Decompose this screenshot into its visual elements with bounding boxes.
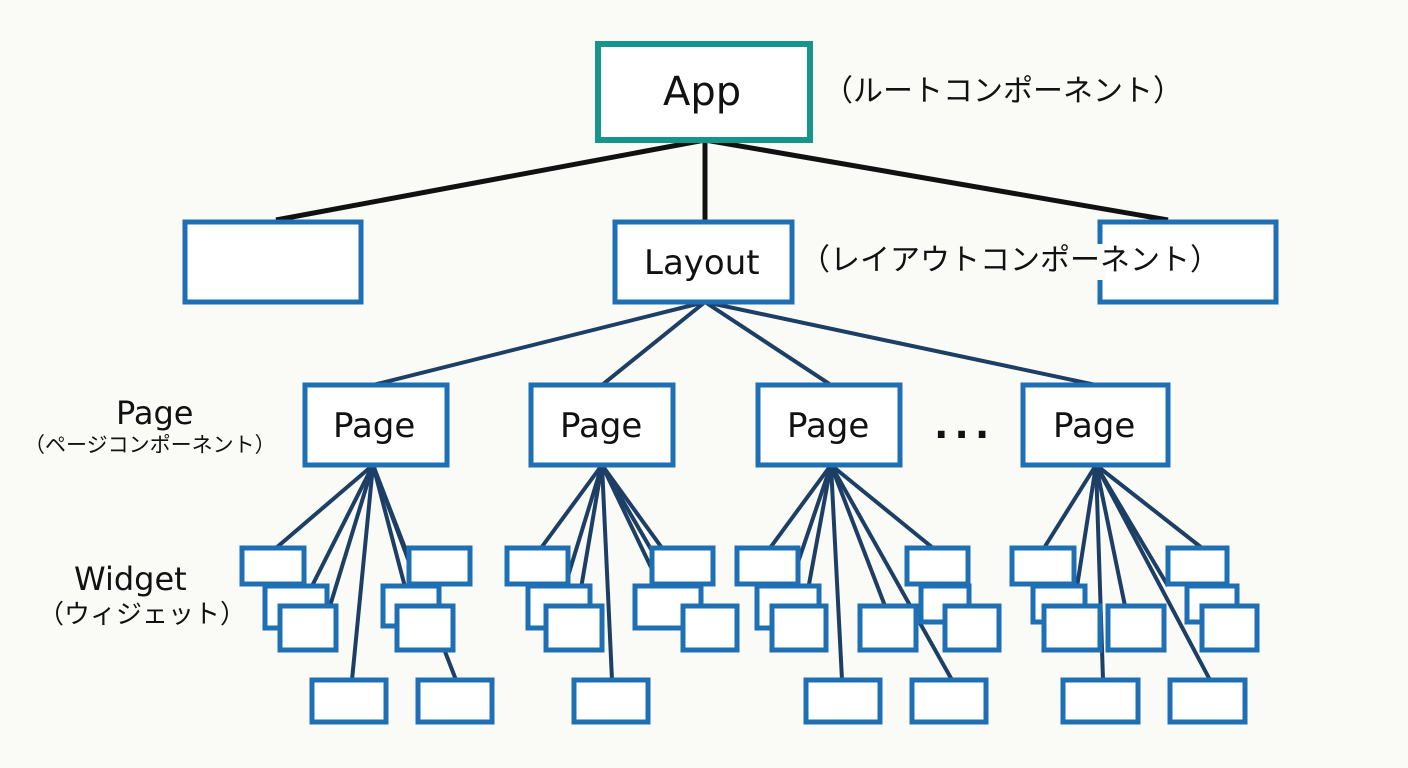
edge-page-4-widget-7 xyxy=(1094,464,1212,681)
page-node-4 xyxy=(1020,382,1171,468)
edge-page-1-widget-3 xyxy=(328,464,375,607)
edge-layout-page-3 xyxy=(703,300,833,387)
page-node-label-2: Page xyxy=(560,406,643,446)
widget-node-30 xyxy=(1165,545,1230,587)
legend-page-title: Page xyxy=(116,394,194,432)
edge-page-1-widget-1 xyxy=(274,463,375,550)
edge-page-2-widget-4 xyxy=(600,464,614,681)
page-node-label-1: Page xyxy=(333,406,416,446)
root-component-note: （ルートコンポーネント） xyxy=(823,74,1183,109)
widget-node-28 xyxy=(1060,677,1141,725)
edge-page-1-widget-4 xyxy=(350,464,375,681)
widget-node-8 xyxy=(415,677,495,725)
edge-app-right xyxy=(704,137,1169,223)
right-node-border-gap xyxy=(1094,244,1106,280)
widget-node-3 xyxy=(277,603,339,653)
widget-node-15 xyxy=(680,603,740,653)
edge-page-1-widget-5 xyxy=(371,464,412,607)
widget-node-16 xyxy=(734,545,801,587)
edge-page-4-widget-1 xyxy=(1042,463,1098,550)
legend-widget-title: Widget xyxy=(74,560,187,598)
legend-widget-subtitle: （ウィジェット） xyxy=(38,600,247,630)
page-node-2 xyxy=(528,382,676,468)
page-node-3 xyxy=(755,382,903,468)
app-node-label: App xyxy=(663,69,742,115)
edge-page-2-widget-3 xyxy=(576,464,604,607)
widget-node-33 xyxy=(1167,677,1248,725)
page-node-1 xyxy=(302,382,450,468)
widget-node-29 xyxy=(1105,603,1167,653)
widget-node-1 xyxy=(239,545,307,587)
right-sibling-node xyxy=(1097,219,1279,305)
pages-ellipsis: ... xyxy=(934,403,996,447)
layout-node-label: Layout xyxy=(644,243,760,283)
app-node xyxy=(595,41,813,143)
legend-page-subtitle: （ページコンポーネント） xyxy=(24,433,276,457)
edge-page-1-widget-2 xyxy=(310,464,375,587)
layout-component-note: （レイアウトコンポーネント） xyxy=(800,243,1220,278)
widget-node-13 xyxy=(649,545,716,587)
widget-node-18 xyxy=(769,603,829,653)
left-sibling-node xyxy=(182,219,364,305)
edge-page-3-widget-3 xyxy=(803,464,833,607)
edge-page-4-widget-4 xyxy=(1094,464,1127,607)
widget-node-32 xyxy=(1199,603,1260,653)
widget-node-11 xyxy=(543,603,605,653)
widget-node-9 xyxy=(504,545,571,587)
edge-page-2-widget-2 xyxy=(563,464,604,587)
edge-layout-page-1 xyxy=(372,300,706,387)
edge-layout-page-2 xyxy=(600,300,707,387)
layout-node xyxy=(612,219,795,305)
page-node-label-3: Page xyxy=(787,406,870,446)
edge-page-3-widget-4 xyxy=(829,464,844,681)
edge-page-3-widget-6 xyxy=(829,463,935,550)
widget-node-27 xyxy=(1041,603,1103,653)
edge-page-3-widget-1 xyxy=(768,463,833,550)
edge-page-4-widget-6 xyxy=(1094,463,1204,550)
edge-page-3-widget-7 xyxy=(829,464,954,681)
widget-node-24 xyxy=(909,677,989,725)
widget-node-19 xyxy=(803,677,883,725)
edge-page-2-widget-1 xyxy=(539,463,604,550)
edge-page-3-widget-5 xyxy=(829,464,887,607)
widget-node-4 xyxy=(309,677,389,725)
page-node-label-4: Page xyxy=(1053,406,1136,446)
widget-node-25 xyxy=(1009,545,1077,587)
widget-node-7 xyxy=(394,603,456,653)
widget-node-23 xyxy=(942,603,1002,653)
widget-node-21 xyxy=(904,545,971,587)
widget-node-5 xyxy=(406,545,473,587)
widget-node-20 xyxy=(857,603,919,653)
edge-app-left xyxy=(275,137,706,223)
edge-layout-page-4 xyxy=(704,300,1097,387)
widget-node-12 xyxy=(571,677,651,725)
edge-page-4-widget-2 xyxy=(1072,464,1098,607)
